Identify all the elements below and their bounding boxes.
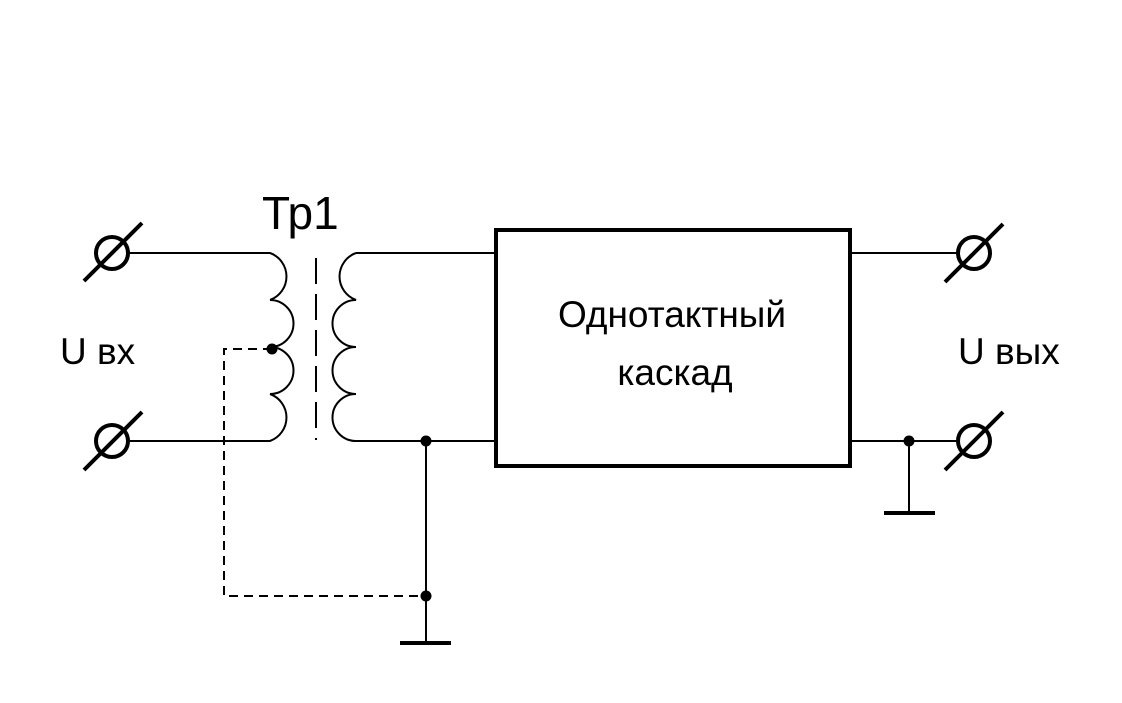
input-wire-top	[128, 252, 288, 301]
block-label-line2: каскад	[617, 352, 732, 393]
input-voltage-label: U вх	[60, 331, 136, 372]
junction-dot-ground-right	[903, 435, 915, 447]
center-tap-dashed-wire	[223, 348, 426, 597]
junction-dot-ground-left	[420, 590, 432, 602]
amplifier-block	[494, 228, 852, 468]
output-terminal-top	[943, 222, 1005, 284]
secondary-winding	[331, 252, 357, 442]
block-label-line1: Однотактный	[558, 294, 786, 335]
junction-dot-secondary	[420, 435, 432, 447]
output-terminal-bottom	[943, 410, 1005, 472]
input-wire-bottom	[128, 393, 288, 442]
center-tap-junction	[266, 343, 278, 355]
output-voltage-label: U вых	[958, 331, 1060, 372]
transformer-label: Тр1	[262, 187, 339, 239]
